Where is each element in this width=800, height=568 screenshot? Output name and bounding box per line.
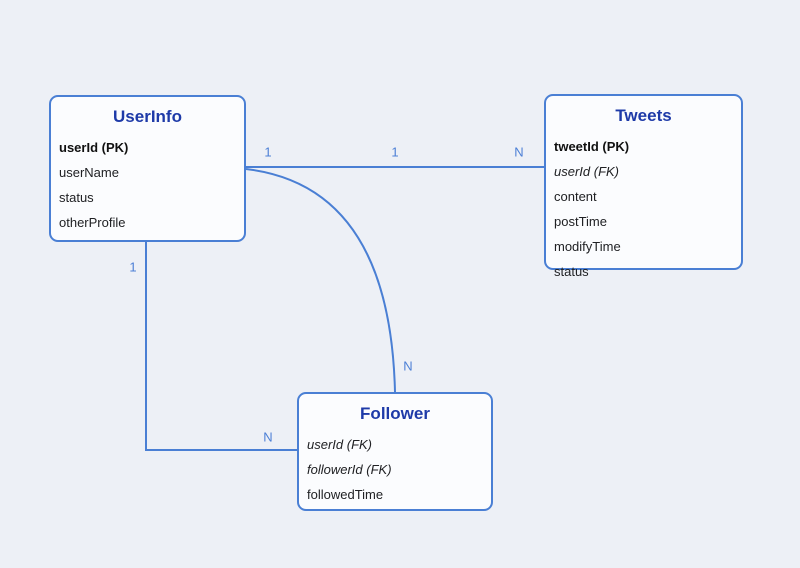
- cardinality-label-curve-follower: N: [403, 358, 413, 374]
- entity-field: followedTime: [307, 487, 384, 502]
- entity-follower[interactable]: Follower userId (FK) followerId (FK) follo…: [297, 392, 493, 511]
- entity-field: userId (FK): [554, 164, 620, 179]
- entity-tweets[interactable]: Tweets tweetId (PK) userId (FK) content pos…: [544, 94, 743, 279]
- entity-field: postTime: [554, 214, 607, 229]
- entity-field: status: [554, 264, 589, 279]
- entity-follower-title: Follower: [360, 404, 430, 423]
- entity-field: otherProfile: [59, 215, 126, 230]
- entity-tweets-title: Tweets: [615, 106, 672, 125]
- cardinality-label-userinfo-tweets-mid: 1: [391, 144, 399, 160]
- entity-userinfo[interactable]: UserInfo userId (PK) userName status otherP…: [49, 95, 246, 242]
- cardinality-label-elbow-userinfo: 1: [129, 259, 137, 275]
- entity-userinfo-fields: userId (PK) userName status otherProfile: [51, 135, 244, 235]
- cardinality-label-userinfo-tweets-left: 1: [264, 144, 272, 160]
- entity-field: status: [59, 190, 94, 205]
- entity-field: tweetId (PK): [554, 139, 630, 154]
- entity-field: userId (FK): [307, 437, 373, 452]
- relationship-elbow-userinfo-follower[interactable]: [145, 242, 297, 451]
- entity-follower-fields: userId (FK) followerId (FK) followedTime: [299, 432, 491, 507]
- entity-field: followerId (FK): [307, 462, 392, 477]
- entity-field: userName: [59, 165, 119, 180]
- entity-field: userId (PK): [59, 140, 129, 155]
- cardinality-label-elbow-follower: N: [263, 429, 273, 445]
- cardinality-label-userinfo-tweets-right: N: [514, 144, 524, 160]
- entity-tweets-fields: tweetId (PK) userId (FK) content postTime mo…: [546, 134, 741, 284]
- entity-field: content: [554, 189, 597, 204]
- entity-field: modifyTime: [554, 239, 621, 254]
- entity-userinfo-title: UserInfo: [113, 107, 182, 126]
- relationship-curve-userinfo-follower[interactable]: [245, 168, 396, 393]
